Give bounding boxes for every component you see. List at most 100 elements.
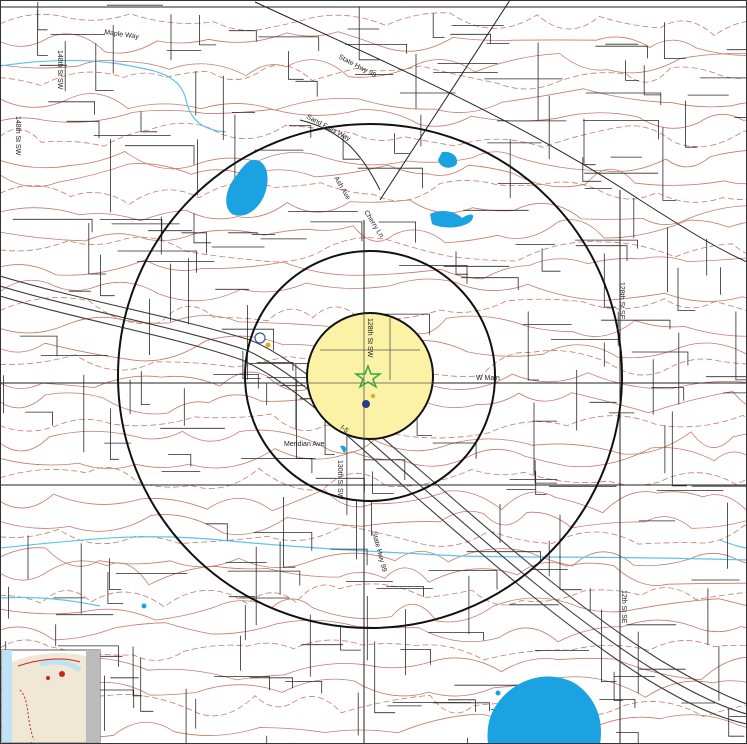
contour-line [0,219,747,244]
street-segment [450,33,491,43]
street-segment [310,221,363,242]
street-segment [288,51,304,80]
contour-line [0,560,747,586]
street-segment [631,351,689,366]
contour-line [0,199,747,226]
street-segment [601,609,617,682]
street-segment [677,267,696,311]
contour-line [0,278,747,302]
street-segment [117,250,197,273]
label-meridian-ave: Meridian Ave [284,441,324,448]
street-segment [728,708,745,737]
street-segment [583,120,659,140]
street-segment [140,111,158,133]
street-segment [125,145,195,165]
street-segment [295,80,318,97]
street-segment [330,548,368,566]
contour-line [0,180,747,205]
street-segment [685,100,697,148]
street-segment [88,223,107,275]
street-segment [227,570,301,586]
street-segment [37,9,48,56]
contour-line [0,583,747,608]
buffer-rings [117,123,623,629]
street-segment [467,737,485,744]
street-segment [448,699,476,712]
street-segment [12,218,93,233]
contour-line [0,31,747,56]
contour-line [0,236,747,263]
street-segment [253,532,313,551]
street-segment [19,335,58,357]
street-segment [541,248,561,272]
street-segment [428,570,498,590]
contour-line [0,489,747,514]
street-segment [58,645,119,667]
street-segment [575,245,628,262]
street-segment [345,44,407,54]
street-segment [342,134,360,160]
street-segment [643,65,661,96]
street-segment [428,632,484,641]
street-segment [455,251,468,275]
contour-line [0,713,747,738]
school-icon[interactable] [254,332,271,348]
street-segment [109,558,122,590]
street-segment [168,454,192,467]
street-segment [205,523,228,541]
street-segment [595,45,648,59]
street-segment [100,254,115,297]
street-segment [706,376,747,399]
contour-line [0,88,747,113]
street-segment [228,30,257,42]
street-segment [66,120,100,139]
street-segment [221,328,274,351]
street-segment [358,6,380,61]
street-segment [107,572,124,604]
street-segment [110,408,119,460]
label-12th-st-se: 12th St SE [620,590,627,624]
contour-line [0,693,747,718]
contour-line [0,108,747,129]
contour-line [0,122,747,148]
street-segment [266,735,289,744]
contour-line [0,150,747,172]
contour-line [0,429,747,455]
street-segment [559,514,582,591]
street-segment [599,699,636,709]
street-segment [340,626,361,651]
buffer-zone [306,312,434,440]
street-segment [285,681,323,694]
street-segment [575,239,638,249]
label-maple-way: Maple Way [104,29,140,41]
street-segment [363,459,406,480]
label-128th-st-se: 128th St SE [618,282,625,320]
street-segment [132,646,143,697]
street-segment [95,43,114,91]
water-bodies [141,151,601,744]
contour-line [0,597,747,623]
site-marker-icon[interactable] [353,363,383,408]
streams [0,59,747,607]
street-segment [140,371,151,405]
street-segment [582,157,602,182]
street-segment [283,497,296,568]
street-segment [671,411,687,487]
street-segment [214,676,270,691]
street-segment [25,411,53,426]
street-segment [249,677,293,689]
street-segment [199,14,217,46]
street-segment [357,167,423,189]
street-segment [433,702,490,712]
contour-line [0,64,747,90]
contour-line [0,52,747,78]
street-segment [386,586,424,597]
street-segment [664,22,686,59]
street-segment [181,232,207,254]
street-segment [193,213,211,244]
street-segment [651,387,685,401]
street-segment [625,60,639,81]
street-segment [400,649,431,665]
